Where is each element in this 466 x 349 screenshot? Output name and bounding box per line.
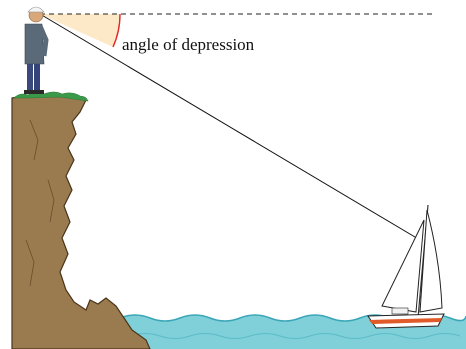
observer-shoe	[34, 90, 44, 94]
observer-leg	[34, 62, 40, 92]
observer-hat	[28, 7, 44, 12]
angle-label: angle of depression	[122, 35, 255, 54]
boat-cabin	[392, 308, 408, 314]
observer-leg	[27, 62, 33, 92]
observer-shoe	[24, 90, 34, 94]
boat-jib	[382, 220, 424, 312]
cliff	[12, 92, 150, 349]
cliff-body	[12, 94, 150, 349]
observer	[24, 7, 46, 94]
sailboat	[368, 205, 444, 328]
angle-wedge	[40, 14, 120, 47]
